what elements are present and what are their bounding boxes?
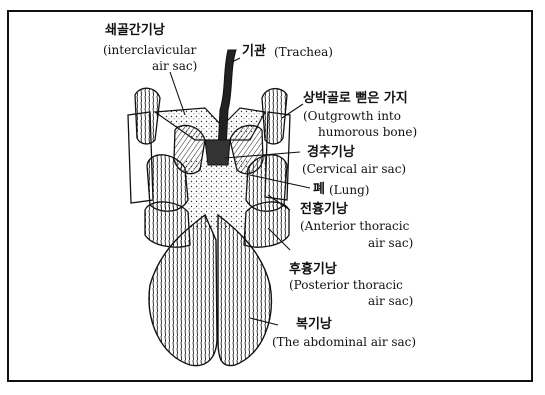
interclavicular-label-ko: 쇄골간기낭: [105, 24, 165, 37]
lung-label-en: (Lung): [329, 184, 369, 196]
humerus-label-en-2: humorous bone): [318, 126, 417, 138]
humerus-label-ko: 상박골로 뻗은 가지: [303, 92, 408, 105]
posterior-thoracic-air-sac-right: [244, 202, 289, 247]
trachea-label-en: (Trachea): [274, 46, 333, 58]
lung-label-ko: 폐: [313, 183, 325, 196]
abdominal-label-ko: 복기낭: [296, 318, 332, 331]
posterior-label-en-1: (Posterior thoracic: [289, 279, 403, 291]
abdominal-label-en: (The abdominal air sac): [272, 336, 416, 348]
interclavicular-label-en-2: air sac): [152, 60, 197, 72]
anterior-label-en-1: (Anterior thoracic: [300, 220, 409, 232]
posterior-label-ko: 후흉기낭: [289, 263, 337, 276]
cervical-label-ko: 경추기낭: [307, 146, 355, 159]
anterior-label-en-2: air sac): [368, 237, 413, 249]
interclavicular-label-en-1: (interclavicular: [103, 44, 196, 56]
anterior-label-ko: 전흉기낭: [300, 203, 348, 216]
cervical-label-en: (Cervical air sac): [302, 163, 406, 175]
humerus-label-en-1: (Outgrowth into: [303, 110, 401, 122]
posterior-label-en-2: air sac): [368, 295, 413, 307]
trachea-label-ko: 기관: [242, 45, 266, 58]
body-core: [185, 160, 248, 230]
